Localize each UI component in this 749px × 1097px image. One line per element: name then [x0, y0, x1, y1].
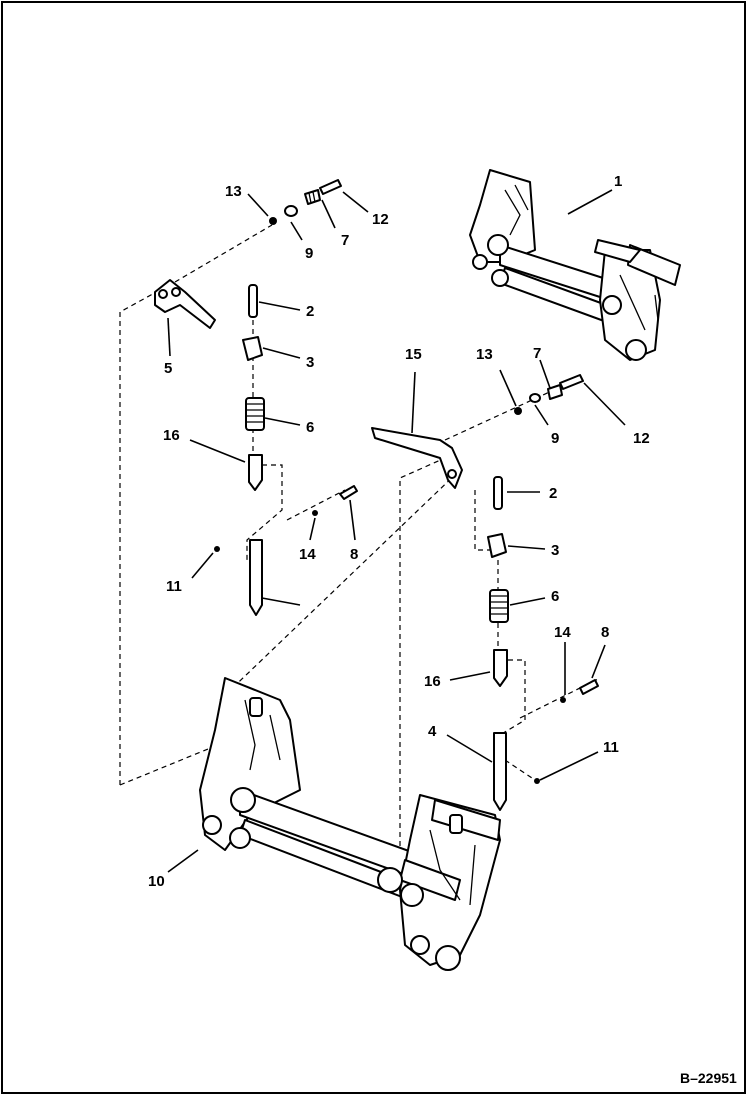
- lever-left: [154, 279, 216, 329]
- callout-3-right: 3: [551, 542, 559, 559]
- callout-11-right: 11: [603, 739, 619, 756]
- callout-11-left: 11: [166, 578, 182, 595]
- callout-4: 4: [428, 723, 437, 740]
- quick-tach-frame-large: [199, 677, 501, 971]
- quick-tach-frame-small: [469, 169, 681, 361]
- callout-16-left: 16: [163, 427, 180, 444]
- lever-right: [371, 427, 463, 489]
- figure-reference-code: B–22951: [680, 1070, 737, 1086]
- leader-lines: [167, 189, 626, 873]
- callout-14-right: 14: [554, 624, 571, 641]
- callout-3-left: 3: [306, 354, 314, 371]
- callout-14-left: 14: [299, 546, 316, 563]
- callout-labels: 1 2 2 3 3 4 5 6 6 7 7 8 8 9 9 10 11 11 1…: [148, 173, 650, 890]
- callout-8-right: 8: [601, 624, 609, 641]
- left-column-parts: [214, 179, 358, 616]
- callout-9-left: 9: [305, 245, 313, 262]
- right-column-parts: [487, 374, 599, 811]
- callout-15: 15: [405, 346, 422, 363]
- callout-7-right: 7: [533, 345, 541, 362]
- callout-12-right: 12: [633, 430, 650, 447]
- callout-5: 5: [164, 360, 172, 377]
- callout-6-right: 6: [551, 588, 559, 605]
- callout-16-right: 16: [424, 673, 441, 690]
- callout-6-left: 6: [306, 419, 314, 436]
- callout-1: 1: [614, 173, 622, 190]
- callout-8-left: 8: [350, 546, 358, 563]
- callout-2-right: 2: [549, 485, 557, 502]
- callout-2-left: 2: [306, 303, 314, 320]
- callout-13-right: 13: [476, 346, 493, 363]
- callout-10: 10: [148, 873, 165, 890]
- callout-7-left: 7: [341, 232, 349, 249]
- callout-9-right: 9: [551, 430, 559, 447]
- callout-12-left: 12: [372, 211, 389, 228]
- callout-13-left: 13: [225, 183, 242, 200]
